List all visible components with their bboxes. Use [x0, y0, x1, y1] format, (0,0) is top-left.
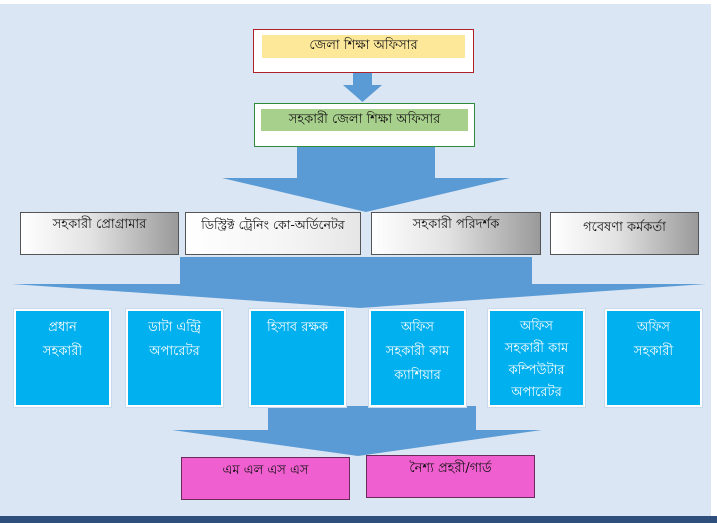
district-education-officer-box: জেলা শিক্ষা অফিসার [253, 29, 474, 73]
data-entry-operator-line-1: ডাটা এন্ট্রি [148, 320, 201, 335]
assistant-inspector-box: সহকারী পরিদর্শক [371, 212, 541, 255]
assistant-inspector-label: সহকারী পরিদর্শক [412, 217, 500, 232]
district-education-officer-label: জেলা শিক্ষা অফিসার [262, 35, 465, 58]
head-assistant-box: প্রধান সহকারী [14, 309, 111, 407]
arrow-level3-to-level4 [12, 257, 706, 308]
arrow-level2-to-level3 [222, 147, 510, 212]
assistant-district-education-officer-box: সহকারী জেলা শিক্ষা অফিসার [254, 103, 475, 147]
office-assistant-line-1: অফিস [636, 320, 671, 335]
accountant-box: হিসাব রক্ষক [249, 309, 346, 407]
data-entry-operator-box: ডাটা এন্ট্রি অপারেটর [126, 309, 223, 407]
head-assistant-line-1: প্রধান [48, 320, 77, 335]
assistant-district-education-officer-label: সহকারী জেলা শিক্ষা অফিসার [261, 109, 468, 131]
arrow-level4-to-level5 [172, 406, 542, 456]
office-assistant-computer-operator-line-1: অফিস [519, 319, 554, 334]
assistant-programmer-box: সহকারী প্রোগ্রামার [20, 212, 179, 255]
office-assistant-line-2: সহকারী [633, 344, 674, 359]
night-guard-label: নৈশ্য প্রহরী/গার্ড [409, 461, 492, 476]
office-assistant-cashier-line-1: অফিস [400, 320, 435, 335]
district-training-coordinator-box: ডিস্ট্রিক্ট ট্রেনিং কো-অর্ডিনেটর [185, 212, 361, 255]
office-assistant-box: অফিস সহকারী [605, 309, 702, 407]
district-training-coordinator-label: ডিস্ট্রিক্ট ট্রেনিং কো-অর্ডিনেটর [201, 217, 345, 232]
footer-bar [0, 516, 717, 523]
office-assistant-computer-operator-box: অফিস সহকারী কাম কম্পিউটার অপারেটর [488, 309, 585, 407]
office-assistant-computer-operator-line-2: সহকারী কাম [504, 341, 569, 356]
research-officer-label: গবেষণা কর্মকর্তা [583, 220, 666, 235]
office-assistant-computer-operator-line-4: অপারেটর [511, 385, 562, 400]
assistant-programmer-label: সহকারী প্রোগ্রামার [52, 217, 147, 232]
arrow-level1-to-level2 [343, 73, 382, 102]
accountant-line-1: হিসাব রক্ষক [266, 320, 329, 335]
office-assistant-cashier-box: অফিস সহকারী কাম ক্যাশিয়ার [369, 309, 466, 407]
data-entry-operator-line-2: অপারেটর [149, 344, 200, 359]
mlss-label: এম এল এস এস [222, 463, 309, 478]
night-guard-box: নৈশ্য প্রহরী/গার্ড [366, 455, 535, 498]
research-officer-box: গবেষণা কর্মকর্তা [550, 212, 699, 255]
office-assistant-cashier-line-3: ক্যাশিয়ার [394, 368, 441, 383]
office-assistant-computer-operator-line-3: কম্পিউটার [508, 363, 565, 378]
head-assistant-line-2: সহকারী [42, 344, 83, 359]
right-border [711, 0, 717, 516]
mlss-box: এম এল এস এস [181, 457, 350, 500]
top-border [0, 0, 717, 4]
office-assistant-cashier-line-2: সহকারী কাম [385, 344, 450, 359]
